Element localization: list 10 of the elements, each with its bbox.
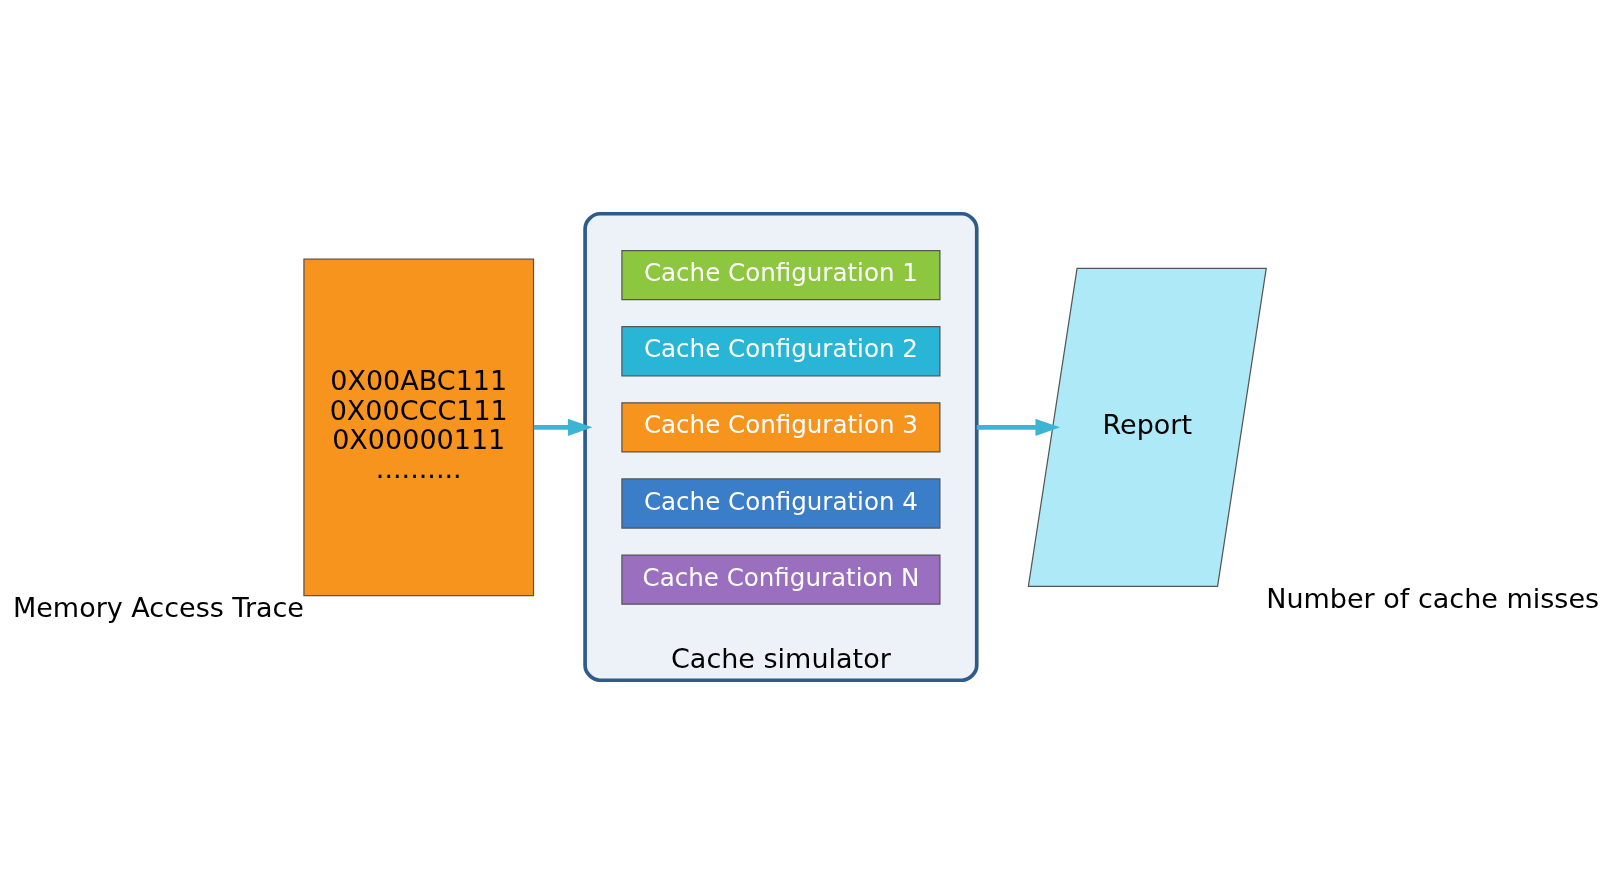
arrow [976,418,1061,436]
node-box: Cache Configuration 4 [621,478,941,529]
node-box: Cache Configuration 3 [621,402,941,453]
node-box: 0X00ABC111 0X00CCC111 0X00000111 .......... [303,258,535,597]
arrow [533,418,593,436]
node-box: Cache Configuration 1 [621,249,941,301]
node-box: Cache Configuration N [621,554,941,605]
node-box: Cache Configuration 2 [621,326,941,377]
node-label: Memory Access Trace [12,592,304,624]
node-label: Number of cache misses [1266,582,1600,614]
